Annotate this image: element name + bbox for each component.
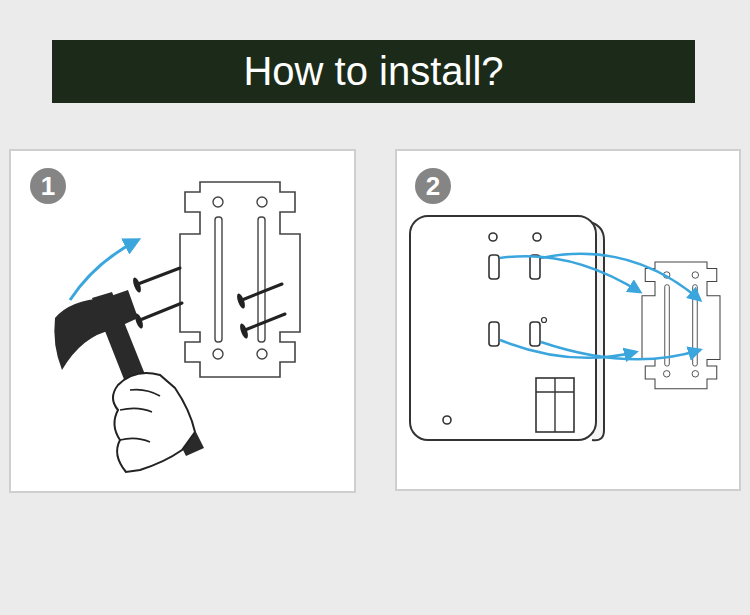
step-panel (396, 150, 740, 490)
device (410, 216, 604, 440)
title: How to install? (243, 49, 503, 94)
step-panel (10, 150, 355, 492)
step-number: 1 (30, 168, 66, 204)
step-number: 2 (415, 168, 451, 204)
title-banner: How to install? (52, 40, 695, 103)
mounting-plate (180, 182, 300, 377)
mounting-plate (642, 262, 720, 389)
callout-number: 2 (426, 173, 440, 199)
hammer (54, 290, 204, 472)
callout-number: 1 (41, 173, 55, 199)
fit-arrows (500, 254, 700, 359)
nails (138, 268, 285, 330)
